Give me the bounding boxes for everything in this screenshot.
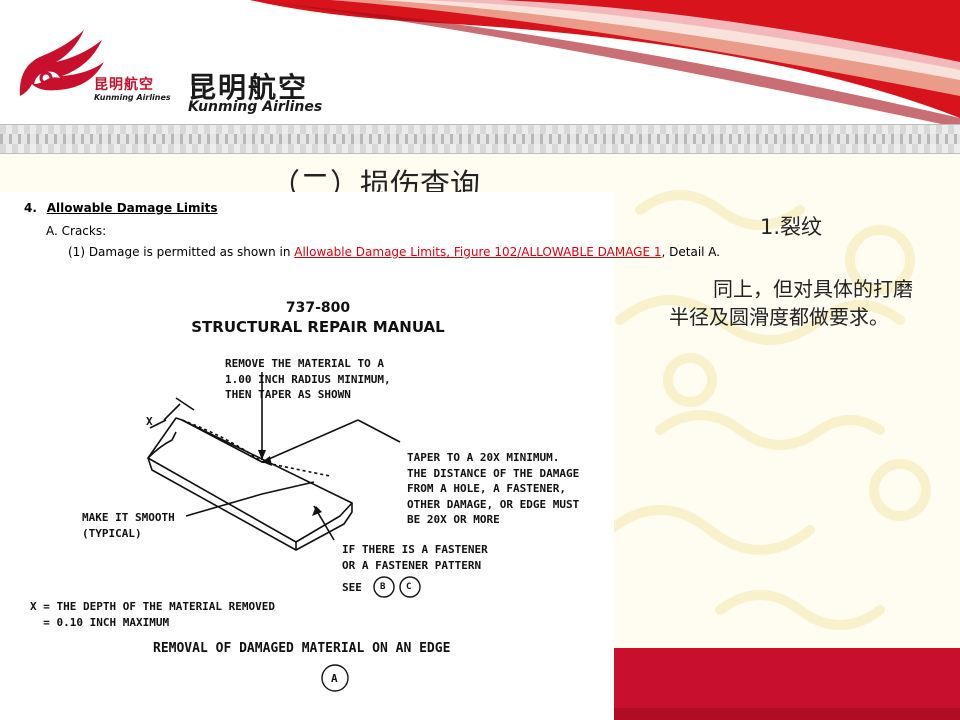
note-fastener-pattern: IF THERE IS A FASTENER OR A FASTENER PAT…: [342, 543, 488, 572]
crack-section-heading: 1.裂纹: [760, 215, 823, 239]
brand-name-en-large: Kunming Airlines: [188, 99, 323, 115]
crack-section-body: 同上，但对具体的打磨半径及圆滑度都做要求。: [669, 275, 919, 331]
leader-smooth: [185, 481, 315, 517]
leader-taper: [357, 419, 401, 443]
manual-title: STRUCTURAL REPAIR MANUAL: [191, 318, 445, 336]
note-make-smooth: MAKE IT SMOOTH (TYPICAL): [82, 511, 175, 540]
figure-reference-link[interactable]: Allowable Damage Limits, Figure 102/ALLO…: [294, 245, 662, 259]
manual-section-heading: 4. Allowable Damage Limits: [24, 201, 218, 215]
manual-excerpt-panel: [0, 192, 614, 720]
section-title: Allowable Damage Limits: [46, 201, 218, 215]
see-detail-b: B: [380, 582, 386, 592]
slide-header: 昆明航空 Kunming Airlines 昆明航空 Kunming Airli…: [0, 0, 960, 128]
divider-band-pattern: [0, 134, 960, 144]
label-x-depth: X: [146, 415, 153, 428]
note-x-definition: X = THE DEPTH OF THE MATERIAL REMOVED = …: [30, 600, 276, 629]
brand-name-cn-large: 昆明航空: [188, 71, 309, 104]
paragraph-prefix: (1) Damage is permitted as shown in: [68, 245, 295, 259]
brand-name-en-small: Kunming Airlines: [94, 93, 171, 102]
cloud-pattern-decoration: [605, 190, 931, 630]
note-remove-material: REMOVE THE MATERIAL TO A 1.00 INCH RADIU…: [225, 357, 391, 401]
removed-edge-line: [181, 419, 359, 463]
detail-label-a: A: [331, 672, 338, 685]
plate-front-edge: [147, 457, 297, 551]
note-taper-minimum: TAPER TO A 20X MINIMUM. THE DISTANCE OF …: [407, 451, 580, 526]
x-dimension: [163, 397, 195, 421]
section-number: 4.: [24, 201, 37, 215]
ornamental-divider-band: [0, 124, 960, 154]
plate-right-edge: [295, 503, 353, 551]
paragraph-suffix: , Detail A.: [661, 245, 721, 259]
taper-profile: [181, 419, 331, 477]
see-detail-c-circle: [399, 576, 421, 598]
see-label: SEE: [342, 581, 362, 594]
phoenix-logo-icon: [19, 30, 104, 96]
manual-paragraph: (1) Damage is permitted as shown in Allo…: [68, 245, 720, 259]
manual-subsection-label: A. Cracks:: [46, 224, 107, 238]
crack-section-text: 同上，但对具体的打磨半径及圆滑度都做要求。: [669, 277, 913, 329]
damage-removal-drawing: [147, 372, 421, 692]
detail-a-circle: [321, 664, 349, 692]
see-detail-b-circle: [373, 576, 395, 598]
header-swoosh-decoration: [250, 0, 960, 128]
plate-left-edge: [147, 431, 177, 459]
x-arrow: [149, 419, 167, 429]
brand-logo: 昆明航空 Kunming Airlines 昆明航空 Kunming Airli…: [12, 26, 342, 116]
figure-caption: REMOVAL OF DAMAGED MATERIAL ON AN EDGE: [153, 641, 451, 656]
manual-model-number: 737-800: [285, 300, 351, 316]
see-detail-c: C: [406, 582, 412, 592]
brand-name-cn-small: 昆明航空: [94, 77, 154, 93]
